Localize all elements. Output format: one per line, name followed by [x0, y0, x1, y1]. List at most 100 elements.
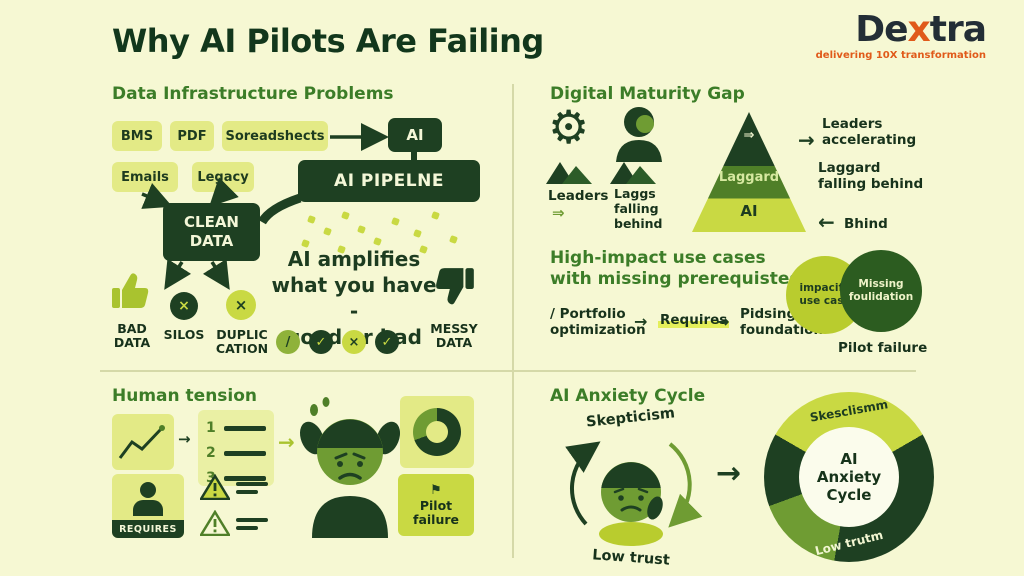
venn-caption: Pilot failure — [838, 340, 928, 356]
pilot-failure-card: ⚑ Pilot failure — [398, 474, 474, 536]
mountains-icon-left — [546, 162, 592, 184]
vertical-divider — [512, 84, 514, 558]
note-leaders-accelerating: Leaders accelerating — [822, 116, 917, 149]
source-box-pdf: PDF — [170, 121, 214, 151]
mini-check-icon-2: ✓ — [375, 330, 399, 354]
label-messy-data: MESSY DATA — [430, 321, 478, 351]
behind-arrow-icon: ← — [818, 210, 835, 234]
mini-slash-icon: / — [276, 330, 300, 354]
q4-heading: AI Anxiety Cycle — [550, 386, 706, 406]
warning-icon-outline — [200, 510, 230, 536]
worried-person-shoulders — [599, 522, 663, 546]
brand-x: x — [907, 9, 931, 50]
pyramid-top-icon: ⇒ — [743, 128, 755, 143]
pilot-failure-label: Pilot failure — [413, 497, 459, 527]
requires-highlight: Requires — [658, 312, 730, 328]
flag-icon: ⚑ — [430, 482, 442, 498]
flow-arrow-1-icon: → — [634, 312, 648, 331]
q1-heading: Data Infrastructure Problems — [112, 84, 394, 104]
cycle-arrow-right — [668, 442, 703, 528]
anxiety-cycle-small: Skepticism Low trust — [565, 406, 703, 566]
leaders-arrow-icon: ⇒ — [552, 204, 565, 222]
mini-cross-icon: × — [342, 330, 366, 354]
line-chart-icon — [118, 425, 165, 459]
label-duplication: DUPLIC CATION — [215, 327, 269, 357]
note-laggard-falling: Laggard falling behind — [818, 160, 924, 193]
label-silos: SILOS — [163, 327, 205, 342]
ring-center-label: AI Anxiety Cycle — [799, 427, 899, 527]
donut-chart-card — [400, 396, 474, 468]
list-item: 3 — [206, 470, 266, 486]
list-line — [224, 425, 266, 431]
ai-box: AI — [388, 118, 442, 152]
list-item: 1 — [206, 420, 266, 436]
gear-icon: ⚙ — [548, 100, 590, 154]
source-box-spreadsheets: Soreadshects — [222, 121, 328, 151]
duplication-glyph: × — [234, 296, 248, 314]
warning-line — [236, 518, 268, 522]
laggards-label: Laggs falling behind — [614, 186, 663, 231]
list-item: 2 — [206, 445, 266, 461]
note-behind: Bhind — [844, 216, 888, 232]
mini-check-icon: ✓ — [309, 330, 333, 354]
mountains-icon-right — [610, 162, 656, 184]
warning-line — [236, 482, 268, 486]
list-line — [224, 450, 266, 456]
label-bad-data: BAD DATA — [113, 321, 151, 351]
horizontal-divider — [100, 370, 916, 372]
chart-card — [112, 414, 174, 470]
avatar-body — [133, 500, 163, 516]
warning-icon-filled — [200, 474, 230, 500]
requires-card: REQUIRES — [112, 474, 184, 538]
venn-right-circle: Missing foulidation — [840, 250, 922, 332]
hand-on-cheek — [647, 496, 663, 520]
requires-label: REQUIRES — [112, 520, 184, 538]
duplication-icon: × — [226, 290, 256, 320]
stressed-person-illustration — [299, 397, 401, 538]
thumbs-up-icon — [112, 273, 149, 308]
thumbs-down-icon — [436, 268, 474, 305]
q3-arrow-2-icon: → — [278, 430, 295, 454]
cycle-arrow-left — [565, 441, 601, 526]
list-line — [224, 475, 266, 481]
worried-person-hair — [601, 462, 661, 488]
list-number: 2 — [206, 445, 216, 461]
donut-hole — [426, 421, 448, 443]
q2-heading: Digital Maturity Gap — [550, 84, 745, 104]
low-trust-label: Low trust — [592, 547, 671, 566]
pyramid-arrow-icon: → — [798, 128, 815, 152]
avatar-head — [140, 482, 156, 498]
q3-arrow-1-icon: → — [178, 430, 191, 448]
warning-line — [236, 526, 258, 530]
ai-pipeline-box: AI PIPELNE — [298, 160, 480, 202]
mini-icons-row: / ✓ × ✓ — [276, 330, 399, 354]
silos-icon: × — [170, 292, 198, 320]
list-number: 1 — [206, 420, 216, 436]
brand-pre: De — [855, 9, 908, 50]
brand-logo: Dextra delivering 10X transformation — [815, 9, 987, 61]
brand-post: tra — [929, 9, 987, 50]
pyramid-mid-label: Laggard — [718, 170, 780, 185]
warning-line — [236, 490, 258, 494]
page-title: Why AI Pilots Are Failing — [112, 22, 544, 60]
source-box-bms: BMS — [112, 121, 162, 151]
q2-subheading: High-impact use cases with missing prere… — [550, 248, 800, 290]
q3-heading: Human tension — [112, 386, 258, 406]
silos-glyph: × — [178, 298, 190, 314]
flow-portfolio: / Portfolio optimization — [550, 306, 646, 339]
flow-arrow-2-icon: → — [716, 312, 730, 331]
warning-list — [200, 474, 280, 540]
anxiety-cycle-ring: Skesclismm AI Anxiety Cycle Low trutm — [764, 392, 934, 562]
person-icon — [616, 107, 662, 162]
clean-data-box: CLEAN DATA — [163, 203, 260, 261]
brand-tagline: delivering 10X transformation — [815, 50, 986, 61]
pyramid-base-label: AI — [740, 202, 758, 220]
skepticism-label: Skepticism — [585, 406, 675, 431]
q1-flow-arrows — [141, 123, 417, 290]
numbered-list-card: 1 2 3 — [198, 410, 274, 486]
donut-chart-icon — [413, 408, 461, 456]
list-number: 3 — [206, 470, 216, 486]
q4-arrow-icon: → — [716, 456, 742, 491]
flow-requires: Requires — [658, 312, 730, 328]
